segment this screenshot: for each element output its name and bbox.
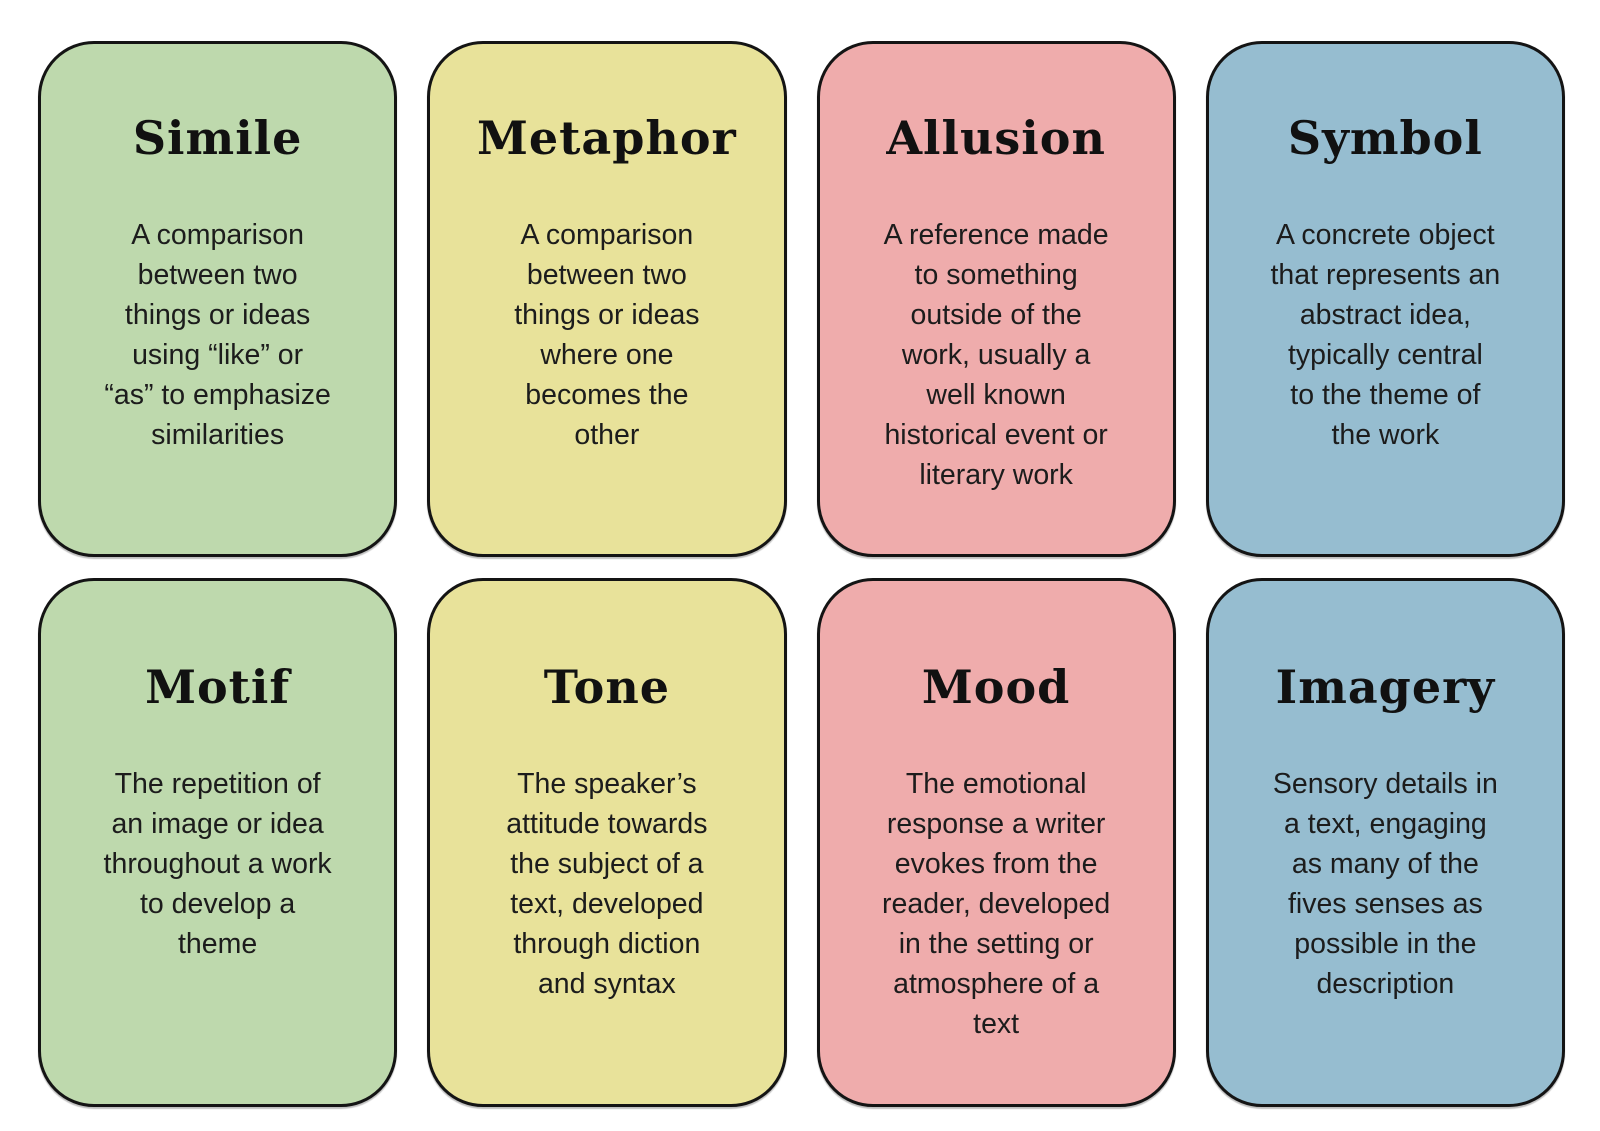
card-term: Tone: [543, 660, 671, 714]
card-definition: The repetition of an image or idea throu…: [103, 767, 332, 960]
card-term: Simile: [132, 111, 303, 165]
flashcard-mood: Mood The emotional response a writer evo…: [816, 578, 1176, 1107]
flashcard-tone: Tone The speaker’s attitude towards the …: [427, 578, 787, 1107]
flashcard-allusion: Allusion A reference made to something o…: [816, 41, 1176, 557]
card-definition: The speaker’s attitude towards the subje…: [506, 767, 708, 1000]
card-definition: A comparison between two things or ideas…: [104, 218, 331, 451]
flashcard-symbol: Symbol A concrete object that represents…: [1205, 41, 1565, 557]
card-term: Mood: [921, 660, 1071, 714]
card-definition: A concrete object that represents an abs…: [1270, 218, 1501, 451]
flashcard-motif: Motif The repetition of an image or idea…: [38, 578, 398, 1107]
card-term: Symbol: [1287, 111, 1483, 165]
card-definition: A comparison between two things or ideas…: [514, 218, 700, 451]
flashcard-simile: Simile A comparison between two things o…: [38, 41, 398, 557]
card-term: Motif: [145, 660, 291, 714]
card-term: Metaphor: [476, 111, 737, 165]
card-term: Allusion: [886, 111, 1106, 165]
card-definition: A reference made to something outside of…: [883, 218, 1109, 491]
card-definition: Sensory details in a text, engaging as m…: [1272, 767, 1498, 1000]
card-term: Imagery: [1275, 660, 1496, 714]
flashcard-metaphor: Metaphor A comparison between two things…: [427, 41, 787, 557]
card-definition: The emotional response a writer evokes f…: [882, 767, 1111, 1040]
flashcard-imagery: Imagery Sensory details in a text, engag…: [1205, 578, 1565, 1107]
